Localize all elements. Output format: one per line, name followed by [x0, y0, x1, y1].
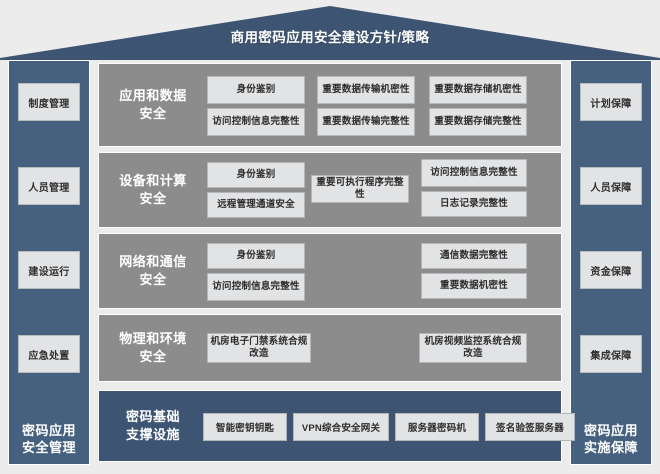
right-pillar-footer: 密码应用 实施保障: [571, 422, 651, 456]
left-pillar-footer-line2: 安全管理: [21, 440, 76, 455]
layer-label-physical-environment-security: 物理和环境 安全: [107, 330, 199, 366]
cell-important-data-storage-confidentiality[interactable]: 重要数据存储机密性: [429, 76, 527, 104]
cell-communication-data-integrity[interactable]: 通信数据完整性: [421, 243, 527, 269]
right-pillar-footer-line2: 实施保障: [583, 440, 638, 455]
cell-important-data-transmission-confidentiality[interactable]: 重要数据传输机密性: [317, 76, 415, 104]
cell-log-record-integrity[interactable]: 日志记录完整性: [421, 191, 527, 217]
pillar-item-personnel-management[interactable]: 人员管理: [18, 167, 80, 205]
layer-label-line1: 网络和通信: [119, 254, 187, 269]
layer-network-communication-security: 网络和通信 安全 身份鉴别 通信数据完整性 访问控制信息完整性 重要数据机密性: [98, 233, 562, 309]
left-pillar-footer-line1: 密码应用: [21, 423, 76, 438]
layer-application-data-security: 应用和数据 安全 身份鉴别 重要数据传输机密性 重要数据存储机密性 访问控制信息…: [98, 63, 562, 147]
infra-label-line2: 支撑设施: [125, 427, 180, 442]
cell-datacenter-access-control-retrofit[interactable]: 机房电子门禁系统合规改造: [207, 333, 311, 363]
cell-important-executable-program-integrity[interactable]: 重要可执行程序完整性: [311, 175, 409, 203]
cell-access-control-info-integrity[interactable]: 访问控制信息完整性: [207, 108, 305, 136]
cell-important-data-confidentiality[interactable]: 重要数据机密性: [421, 273, 527, 299]
right-pillar-footer-line1: 密码应用: [583, 423, 638, 438]
right-pillar: 计划保障 人员保障 资金保障 集成保障 密码应用 实施保障: [570, 60, 652, 465]
layer-label-line2: 安全: [139, 106, 167, 121]
cell-server-cipher-machine[interactable]: 服务器密码机: [395, 413, 479, 441]
pillar-item-personnel-assurance[interactable]: 人员保障: [580, 167, 642, 205]
cell-signature-verification-server[interactable]: 签名验签服务器: [485, 413, 575, 441]
layer-crypto-infrastructure: 密码基础 支撑设施 智能密钥钥匙 VPN综合安全网关 服务器密码机 签名验签服务…: [98, 390, 575, 462]
pillar-item-emergency-response[interactable]: 应急处置: [18, 335, 80, 373]
cell-smart-key-token[interactable]: 智能密钥钥匙: [203, 413, 287, 441]
cell-identity-authentication[interactable]: 身份鉴别: [207, 76, 305, 104]
cell-identity-authentication[interactable]: 身份鉴别: [207, 162, 305, 188]
cell-vpn-security-gateway[interactable]: VPN综合安全网关: [293, 413, 389, 441]
layer-label-line2: 安全: [139, 349, 167, 364]
layer-device-computing-security: 设备和计算 安全 身份鉴别 重要可执行程序完整性 访问控制信息完整性 远程管理通…: [98, 152, 562, 228]
left-pillar: 制度管理 人员管理 建设运行 应急处置 密码应用 安全管理: [8, 60, 90, 465]
cell-important-data-storage-integrity[interactable]: 重要数据存储完整性: [429, 108, 527, 136]
layer-label-line1: 应用和数据: [119, 88, 187, 103]
cell-identity-authentication[interactable]: 身份鉴别: [207, 243, 305, 269]
roof-title: 商用密码应用安全建设方针/策略: [230, 30, 430, 45]
layer-label-line1: 设备和计算: [119, 173, 187, 188]
pillar-item-funding-assurance[interactable]: 资金保障: [580, 251, 642, 289]
cell-datacenter-video-surveillance-retrofit[interactable]: 机房视频监控系统合规改造: [419, 333, 527, 363]
layer-label-line2: 安全: [139, 272, 167, 287]
layer-label-line2: 安全: [139, 191, 167, 206]
infra-label-line1: 密码基础: [125, 409, 180, 424]
pillar-item-plan-assurance[interactable]: 计划保障: [580, 83, 642, 121]
pillar-item-system-management[interactable]: 制度管理: [18, 83, 80, 121]
cell-important-data-transmission-integrity[interactable]: 重要数据传输完整性: [317, 108, 415, 136]
cell-access-control-info-integrity[interactable]: 访问控制信息完整性: [421, 159, 527, 187]
layer-label-device-computing-security: 设备和计算 安全: [107, 172, 199, 208]
layer-label-application-data-security: 应用和数据 安全: [107, 87, 199, 123]
cell-remote-management-channel-security[interactable]: 远程管理通道安全: [207, 192, 305, 218]
pillar-item-integration-assurance[interactable]: 集成保障: [580, 335, 642, 373]
layer-label-line1: 物理和环境: [119, 331, 187, 346]
cell-access-control-info-integrity[interactable]: 访问控制信息完整性: [207, 273, 305, 301]
layer-label-network-communication-security: 网络和通信 安全: [107, 253, 199, 289]
layer-physical-environment-security: 物理和环境 安全 机房电子门禁系统合规改造 机房视频监控系统合规改造: [98, 314, 562, 382]
center-stack: 应用和数据 安全 身份鉴别 重要数据传输机密性 重要数据存储机密性 访问控制信息…: [98, 60, 575, 465]
left-pillar-footer: 密码应用 安全管理: [9, 422, 89, 456]
pillar-item-construction-operation[interactable]: 建设运行: [18, 251, 80, 289]
layer-label-crypto-infrastructure: 密码基础 支撑设施: [107, 408, 199, 444]
roof-shape: [0, 6, 660, 60]
